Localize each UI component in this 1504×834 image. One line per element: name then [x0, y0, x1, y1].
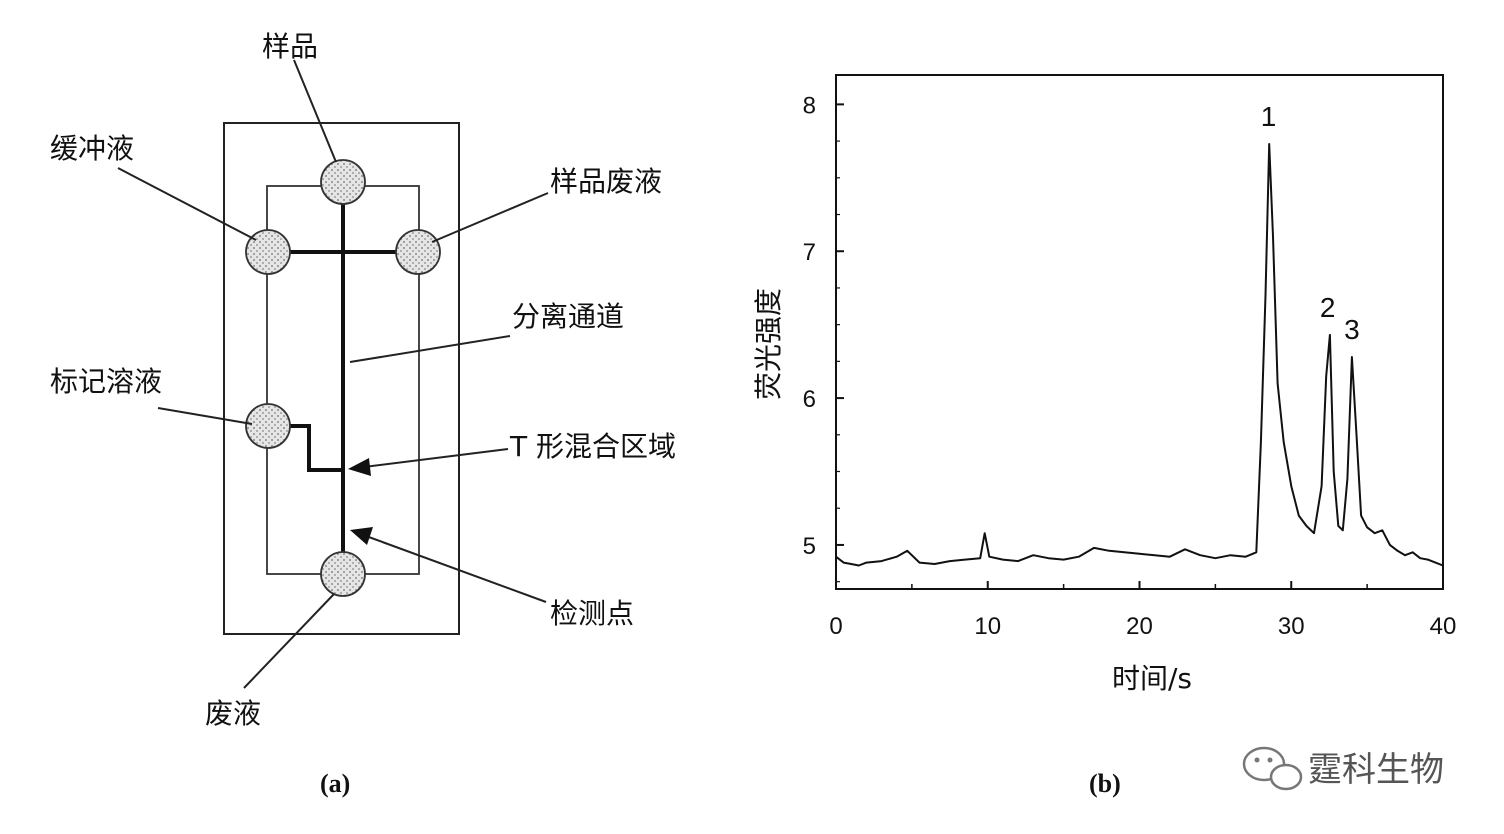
buffer-leader: [117, 167, 257, 241]
y-tick-label: 6: [803, 386, 816, 413]
x-tick-label: 30: [1278, 613, 1305, 640]
detection-arrow: [365, 535, 547, 603]
x-tick-label: 10: [974, 613, 1001, 640]
x-axis-label: 时间/s: [1112, 662, 1192, 695]
label-waste: 废液: [205, 697, 261, 730]
peak-labels: 1 23: [1261, 101, 1360, 345]
fluorescence-trace: [835, 143, 1444, 567]
y-tick-label: 7: [803, 239, 816, 266]
peak-label: 3: [1344, 314, 1360, 345]
y-ticks: 5 6 7 8: [803, 92, 844, 583]
chip-diagram: 样品 缓冲液 样品废液 分离通道 标记溶液 T 形混合区域 检测点 废液 (a): [50, 30, 676, 798]
sample-waste-reservoir: [395, 229, 441, 275]
label-detection-point: 检测点: [550, 597, 634, 630]
peak-label: 1: [1261, 101, 1277, 132]
watermark-text: 霆科生物: [1308, 750, 1444, 790]
peak-label: 2: [1320, 292, 1336, 323]
label-sample: 样品: [262, 30, 318, 63]
sample-waste-leader: [431, 192, 549, 243]
label-reservoir: [245, 403, 291, 449]
buffer-reservoir: [245, 229, 291, 275]
label-t-mixing: T 形混合区域: [509, 430, 676, 463]
caption-b: (b): [1089, 769, 1121, 798]
y-tick-label: 5: [803, 533, 816, 560]
waste-reservoir: [320, 551, 366, 597]
label-leader: [157, 407, 253, 425]
x-tick-label: 0: [829, 613, 842, 640]
chip-outer-frame: [223, 122, 460, 635]
detection-arrowhead: [350, 527, 373, 545]
label-buffer: 缓冲液: [50, 132, 134, 165]
label-sample-waste: 样品废液: [550, 165, 662, 198]
t-mixing-arrowhead: [348, 458, 371, 476]
x-ticks: 0 10 20 30 40: [829, 581, 1456, 640]
caption-a: (a): [320, 769, 350, 798]
label-label-solution: 标记溶液: [50, 365, 162, 398]
t-mixing-arrow: [363, 448, 509, 468]
x-tick-label: 40: [1430, 613, 1457, 640]
watermark: 霆科生物: [1242, 746, 1444, 791]
sample-leader: [293, 59, 337, 163]
sample-reservoir: [320, 159, 366, 205]
fluorescence-chart: 0 10 20 30 40 5 6 7 8 1 23 时间/s 荧光强度 (b): [752, 74, 1456, 798]
label-separation-channel: 分离通道: [512, 300, 624, 333]
wechat-icon: [1242, 746, 1303, 791]
y-tick-label: 8: [803, 92, 816, 119]
waste-leader: [243, 593, 335, 689]
separation-leader: [349, 335, 511, 363]
y-axis-label: 荧光强度: [752, 288, 785, 400]
x-tick-label: 20: [1126, 613, 1153, 640]
